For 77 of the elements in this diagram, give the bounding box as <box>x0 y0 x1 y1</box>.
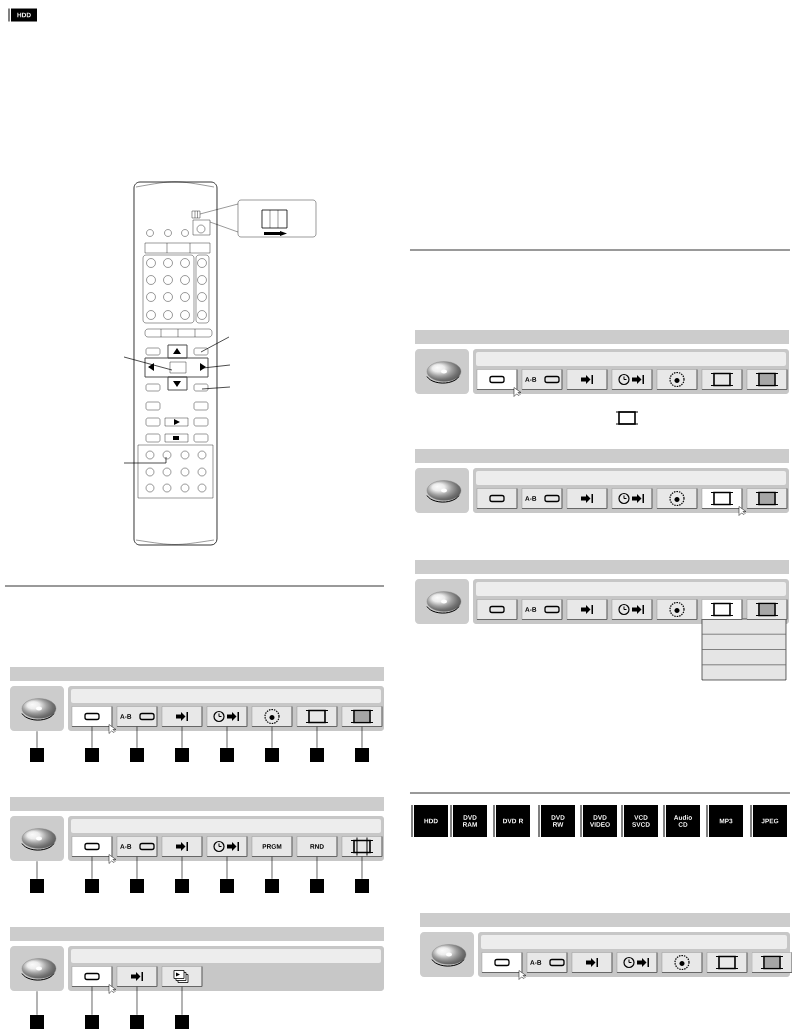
toolbar-button <box>296 706 338 727</box>
toolbar-button <box>746 599 788 620</box>
callout-square <box>175 1015 189 1029</box>
leader-line <box>136 726 138 749</box>
leader-line <box>181 726 183 749</box>
toolbar-button <box>616 952 658 973</box>
leader-line <box>271 856 273 880</box>
leader-line <box>136 856 138 880</box>
leader-line <box>91 986 93 1016</box>
toolbar-button <box>611 599 653 620</box>
toolbar-button <box>566 488 608 509</box>
toolbar-button <box>746 488 788 509</box>
callout-square <box>30 879 44 893</box>
leader-line <box>316 856 318 880</box>
toolbar-button <box>476 599 518 620</box>
toolbar-button <box>571 952 613 973</box>
callout-square <box>310 748 324 762</box>
leader-line <box>226 726 228 749</box>
callout-square <box>130 1015 144 1029</box>
toolbar-button <box>656 369 698 390</box>
leader-line <box>181 856 183 880</box>
callout-square <box>30 1015 44 1029</box>
toolbar-button <box>206 836 248 857</box>
callout-square <box>30 748 44 762</box>
toolbar-button <box>206 706 248 727</box>
toolbar-button <box>611 369 653 390</box>
leader-line <box>36 990 38 1016</box>
toolbar-button <box>341 706 383 727</box>
leader-line <box>36 860 38 880</box>
toolbar-button <box>751 952 792 973</box>
callout-square <box>175 879 189 893</box>
callout-square <box>130 879 144 893</box>
toolbar-button <box>656 488 698 509</box>
leader-line <box>91 856 93 880</box>
callout-square <box>130 748 144 762</box>
leader-line <box>361 726 363 749</box>
toolbar-button <box>161 836 203 857</box>
toolbar-button <box>661 952 703 973</box>
callout-square <box>265 879 279 893</box>
toolbar-button <box>611 488 653 509</box>
toolbar-button <box>566 599 608 620</box>
leader-line <box>226 856 228 880</box>
toolbar-button <box>701 369 743 390</box>
toolbar-button <box>566 369 608 390</box>
callout-square <box>85 748 99 762</box>
toolbar-button <box>481 952 523 973</box>
toolbar-button <box>701 488 743 509</box>
callout-square <box>85 879 99 893</box>
toolbar-button <box>251 706 293 727</box>
callout-square <box>220 748 234 762</box>
callout-square <box>220 879 234 893</box>
callout-square <box>355 748 369 762</box>
callout-square <box>85 1015 99 1029</box>
toolbar-button <box>341 836 383 857</box>
leader-line <box>36 730 38 749</box>
toolbar-button <box>161 966 203 987</box>
callout-square <box>175 748 189 762</box>
toolbar-button <box>476 369 518 390</box>
leader-line <box>181 986 183 1016</box>
callout-square <box>265 748 279 762</box>
toolbar-button <box>706 952 748 973</box>
toolbar-button <box>116 966 158 987</box>
toolbar-button <box>71 966 113 987</box>
toolbar-button <box>701 599 743 620</box>
leader-line <box>271 726 273 749</box>
toolbar-button <box>476 488 518 509</box>
toolbar-button <box>746 369 788 390</box>
leader-line <box>361 856 363 880</box>
callout-square <box>310 879 324 893</box>
leader-line <box>136 986 138 1016</box>
toolbar-button <box>71 836 113 857</box>
toolbar-button <box>161 706 203 727</box>
toolbar-button <box>656 599 698 620</box>
leader-line <box>91 726 93 749</box>
leader-line <box>316 726 318 749</box>
toolbar-button <box>71 706 113 727</box>
callout-square <box>355 879 369 893</box>
